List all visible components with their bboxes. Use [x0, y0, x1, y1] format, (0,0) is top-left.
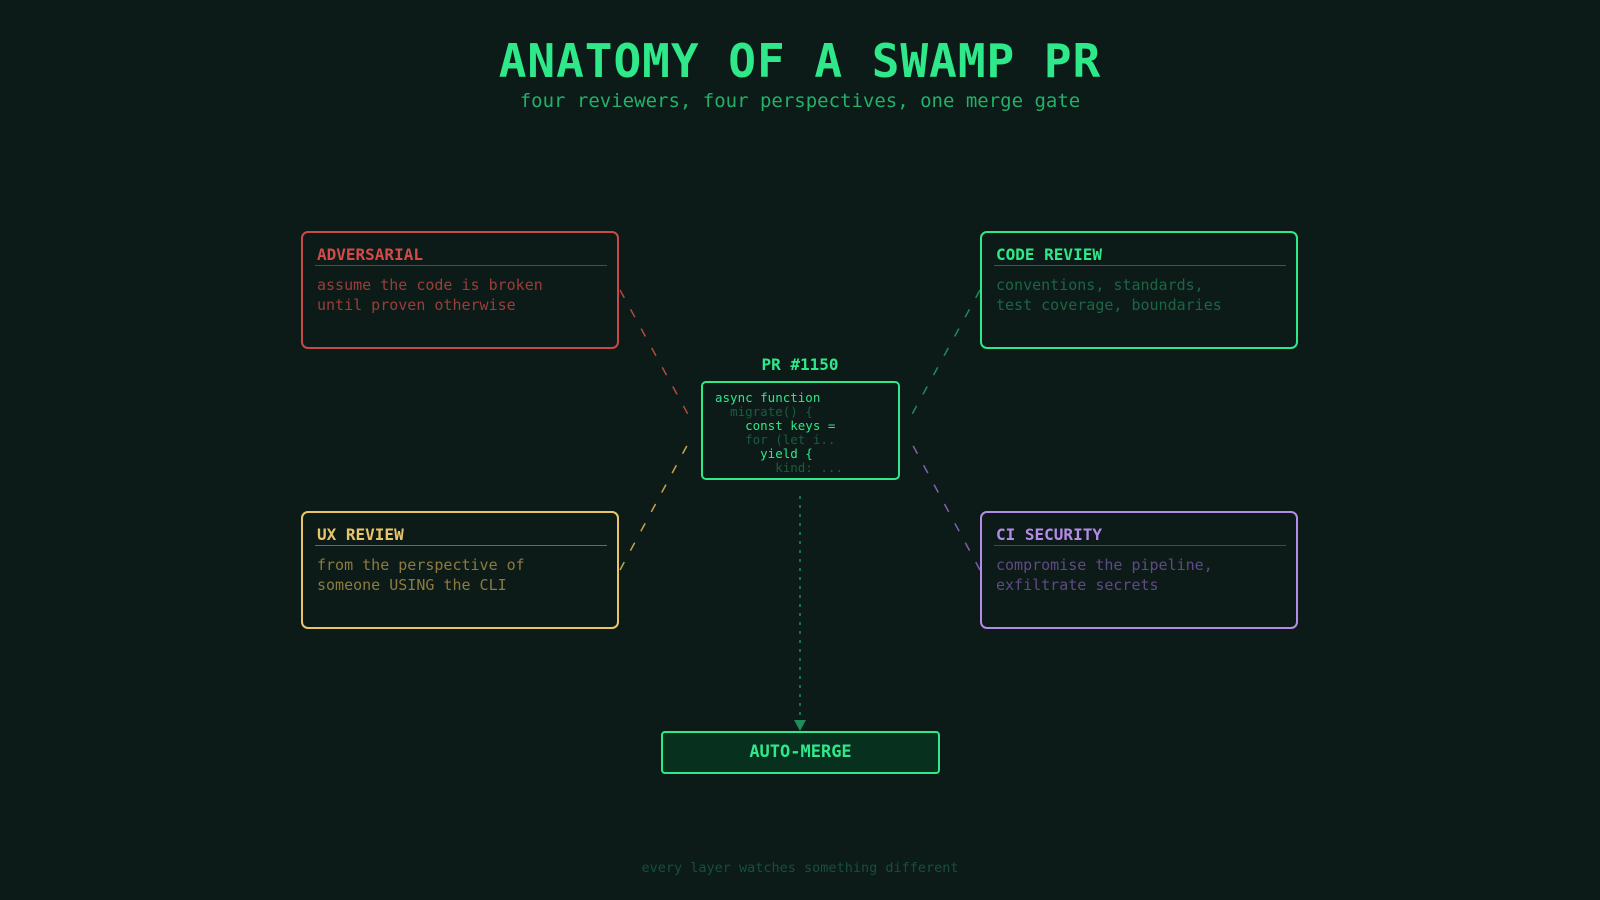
reviewer-description: from the perspective of someone USING th… [317, 556, 525, 594]
reviewer-divider [315, 545, 607, 546]
connector-ux-review [619, 439, 691, 571]
reviewer-card-adversarial: ADVERSARIAL assume the code is broken un… [301, 231, 619, 349]
connector-code-review [909, 289, 981, 419]
reviewer-description: compromise the pipeline, exfiltrate secr… [996, 556, 1213, 594]
code-line: const keys = [715, 418, 836, 433]
pr-code-box: async function migrate() { const keys = … [701, 381, 900, 480]
page-title: ANATOMY OF A SWAMP PR [498, 34, 1102, 88]
reviewer-card-ux-review: UX REVIEW from the perspective of someon… [301, 511, 619, 629]
reviewer-divider [994, 545, 1286, 546]
reviewer-divider [994, 265, 1286, 266]
reviewer-description: assume the code is broken until proven o… [317, 276, 543, 314]
pr-number-label: PR #1150 [761, 355, 839, 374]
reviewer-title: CODE REVIEW [996, 245, 1102, 264]
merge-arrowhead [794, 720, 806, 731]
reviewer-title: ADVERSARIAL [317, 245, 423, 264]
reviewer-description: conventions, standards, test coverage, b… [996, 276, 1222, 314]
reviewer-card-code-review: CODE REVIEW conventions, standards, test… [980, 231, 1298, 349]
code-line: migrate() { [715, 404, 813, 419]
page-subtitle: four reviewers, four perspectives, one m… [519, 90, 1081, 112]
connector-adversarial [619, 289, 691, 419]
connector-ci-security [909, 439, 981, 571]
code-line: async function [715, 390, 821, 405]
reviewer-title: CI SECURITY [996, 525, 1102, 544]
reviewer-card-ci-security: CI SECURITY compromise the pipeline, exf… [980, 511, 1298, 629]
footer-caption: every layer watches something different [641, 860, 959, 876]
code-line: for (let i.. [715, 432, 836, 447]
code-line: kind: ... [715, 460, 843, 475]
code-line: yield { [715, 446, 813, 461]
auto-merge-box: AUTO-MERGE [661, 731, 940, 774]
reviewer-divider [315, 265, 607, 266]
reviewer-title: UX REVIEW [317, 525, 404, 544]
